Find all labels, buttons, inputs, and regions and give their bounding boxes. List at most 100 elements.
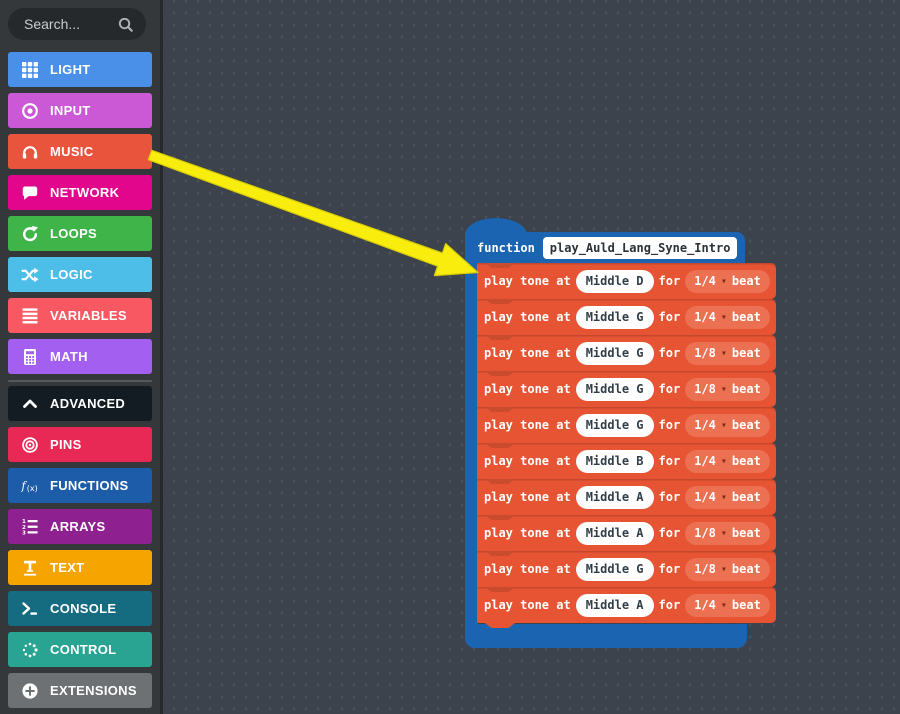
sidebar-item-variables[interactable]: VARIABLES	[8, 298, 152, 333]
beat-label: beat	[731, 274, 761, 288]
play-tone-block[interactable]: play tone at Middle G for 1/8▾beat	[477, 551, 776, 587]
dropdown-arrow-icon: ▾	[720, 527, 727, 539]
play-tone-block[interactable]: play tone at Middle D for 1/4▾beat	[477, 263, 776, 299]
beat-label: beat	[731, 562, 761, 576]
plus-circle-icon	[21, 682, 39, 700]
sidebar-item-label: PINS	[50, 437, 82, 452]
sidebar-item-input[interactable]: INPUT	[8, 93, 152, 128]
sidebar-item-advanced[interactable]: ADVANCED	[8, 386, 152, 421]
dropdown-arrow-icon: ▾	[720, 383, 727, 395]
play-tone-label: play tone at	[484, 418, 571, 432]
beat-value: 1/4	[694, 418, 716, 432]
function-name-field[interactable]: play_Auld_Lang_Syne_Intro	[542, 237, 738, 259]
sidebar-item-loops[interactable]: LOOPS	[8, 216, 152, 251]
toolbox-sidebar: LIGHT INPUT MUSIC NETWORK LOOPS LOGIC VA…	[0, 0, 160, 714]
sidebar-item-label: ARRAYS	[50, 519, 106, 534]
note-field[interactable]: Middle D	[575, 269, 654, 293]
note-field[interactable]: Middle G	[575, 341, 654, 365]
workspace-canvas[interactable]: function play_Auld_Lang_Syne_Intro play …	[160, 0, 900, 714]
play-tone-label: play tone at	[484, 346, 571, 360]
beat-dropdown[interactable]: 1/4▾beat	[685, 449, 770, 473]
svg-text:f: f	[21, 479, 28, 492]
dropdown-arrow-icon: ▾	[720, 599, 727, 611]
svg-text:2: 2	[22, 524, 26, 530]
note-field[interactable]: Middle A	[575, 485, 654, 509]
dropdown-arrow-icon: ▾	[720, 275, 727, 287]
sidebar-item-functions[interactable]: f(x) FUNCTIONS	[8, 468, 152, 503]
note-field[interactable]: Middle G	[575, 413, 654, 437]
play-tone-label: play tone at	[484, 310, 571, 324]
sidebar-item-logic[interactable]: LOGIC	[8, 257, 152, 292]
beat-value: 1/4	[694, 598, 716, 612]
for-label: for	[658, 274, 681, 288]
function-left-spine	[465, 263, 477, 624]
sidebar-item-extensions[interactable]: EXTENSIONS	[8, 673, 152, 708]
beat-dropdown[interactable]: 1/8▾beat	[685, 557, 770, 581]
search-input[interactable]	[22, 15, 117, 33]
note-field[interactable]: Middle A	[575, 521, 654, 545]
block-stack: play tone at Middle D for 1/4▾beat play …	[477, 263, 776, 623]
sidebar-item-label: CONSOLE	[50, 601, 117, 616]
play-tone-block[interactable]: play tone at Middle G for 1/4▾beat	[477, 299, 776, 335]
calculator-icon	[21, 348, 39, 366]
sidebar-item-label: INPUT	[50, 103, 91, 118]
play-tone-label: play tone at	[484, 526, 571, 540]
repeat-icon	[21, 225, 39, 243]
beat-label: beat	[731, 310, 761, 324]
beat-label: beat	[731, 346, 761, 360]
play-tone-block[interactable]: play tone at Middle A for 1/8 ▾ beat	[477, 515, 776, 551]
note-field[interactable]: Middle G	[575, 557, 654, 581]
sidebar-item-light[interactable]: LIGHT	[8, 52, 152, 87]
sidebar-item-music[interactable]: MUSIC	[8, 134, 152, 169]
play-tone-block[interactable]: play tone at Middle G for 1/4▾beat	[477, 407, 776, 443]
play-tone-block[interactable]: play tone at Middle G for 1/8▾beat	[477, 335, 776, 371]
sidebar-item-control[interactable]: CONTROL	[8, 632, 152, 667]
sidebar-item-label: NETWORK	[50, 185, 120, 200]
sidebar-item-network[interactable]: NETWORK	[8, 175, 152, 210]
beat-dropdown[interactable]: 1/8 ▾ beat	[685, 521, 770, 545]
sidebar-item-pins[interactable]: PINS	[8, 427, 152, 462]
note-field[interactable]: Middle A	[575, 593, 654, 617]
for-label: for	[658, 598, 681, 612]
note-field[interactable]: Middle B	[575, 449, 654, 473]
play-tone-block[interactable]: play tone at Middle A for 1/4▾beat	[477, 587, 776, 623]
beat-dropdown[interactable]: 1/4▾beat	[685, 485, 770, 509]
sidebar-item-label: MUSIC	[50, 144, 94, 159]
search-icon[interactable]	[117, 16, 134, 33]
beat-value: 1/8	[694, 346, 716, 360]
svg-text:1: 1	[22, 519, 26, 525]
text-icon	[21, 559, 39, 577]
note-field[interactable]: Middle G	[575, 377, 654, 401]
play-tone-label: play tone at	[484, 598, 571, 612]
beat-value: 1/4	[694, 310, 716, 324]
beat-dropdown[interactable]: 1/4▾beat	[685, 269, 770, 293]
sidebar-item-math[interactable]: MATH	[8, 339, 152, 374]
beat-dropdown[interactable]: 1/8▾beat	[685, 341, 770, 365]
search-box[interactable]	[8, 8, 146, 40]
function-footer	[465, 624, 747, 648]
beat-value: 1/8	[694, 526, 716, 540]
play-tone-block[interactable]: play tone at Middle A for 1/4▾beat	[477, 479, 776, 515]
beat-label: beat	[731, 526, 761, 540]
chat-icon	[21, 184, 39, 202]
function-hat	[465, 218, 527, 235]
note-field[interactable]: Middle G	[575, 305, 654, 329]
beat-value: 1/4	[694, 490, 716, 504]
for-label: for	[658, 454, 681, 468]
sidebar-divider	[8, 380, 152, 382]
beat-dropdown[interactable]: 1/4▾beat	[685, 593, 770, 617]
beat-dropdown[interactable]: 1/4▾beat	[685, 413, 770, 437]
dropdown-arrow-icon: ▾	[720, 563, 727, 575]
for-label: for	[658, 526, 681, 540]
function-header[interactable]: function play_Auld_Lang_Syne_Intro	[465, 232, 745, 264]
play-tone-block[interactable]: play tone at Middle B for 1/4▾beat	[477, 443, 776, 479]
dropdown-arrow-icon: ▾	[720, 419, 727, 431]
sidebar-item-label: FUNCTIONS	[50, 478, 129, 493]
sidebar-item-text[interactable]: TEXT	[8, 550, 152, 585]
sidebar-item-console[interactable]: CONSOLE	[8, 591, 152, 626]
beat-value: 1/8	[694, 382, 716, 396]
beat-dropdown[interactable]: 1/4▾beat	[685, 305, 770, 329]
play-tone-block[interactable]: play tone at Middle G for 1/8▾beat	[477, 371, 776, 407]
beat-dropdown[interactable]: 1/8▾beat	[685, 377, 770, 401]
